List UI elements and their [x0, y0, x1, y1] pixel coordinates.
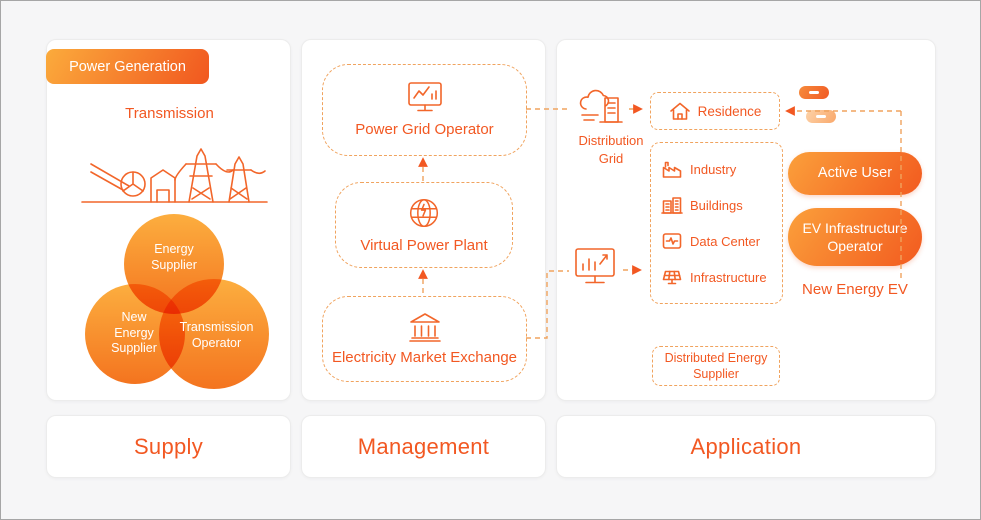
monitor-bars-icon — [575, 248, 615, 284]
electricity-market-exchange-node: Electricity Market Exchange — [322, 296, 527, 382]
ev-infrastructure-operator-pill: EV Infrastructure Operator — [788, 208, 922, 266]
application-panel: Distribution Grid Residence Industry — [556, 39, 936, 401]
buildings-icon — [661, 197, 683, 214]
virtual-power-plant-label: Virtual Power Plant — [360, 237, 488, 255]
consumer-industry-label: Industry — [690, 161, 737, 177]
power-grid-operator-label: Power Grid Operator — [355, 121, 494, 139]
power-grid-operator-node: Power Grid Operator — [322, 64, 527, 156]
charging-badge-dash — [809, 91, 819, 94]
monitor-chart-icon — [407, 82, 442, 112]
factory-icon — [662, 161, 682, 178]
supply-footer: Supply — [46, 415, 291, 478]
consumers-group: Industry Buildings Data Center — [650, 142, 783, 304]
charging-badge — [806, 110, 836, 123]
management-footer-label: Management — [357, 433, 490, 459]
new-energy-supplier-label: New Energy Supplier — [111, 310, 157, 356]
residence-node: Residence — [650, 92, 780, 130]
active-user-label: Active User — [817, 165, 893, 182]
consumer-industry: Industry — [661, 159, 772, 179]
supply-panel: Power Generation Transmission Energ — [46, 39, 291, 401]
charging-badge — [799, 86, 829, 99]
ev-infrastructure-operator-label: EV Infrastructure Operator — [802, 219, 908, 254]
virtual-power-plant-node: Virtual Power Plant — [335, 182, 513, 268]
management-footer: Management — [301, 415, 546, 478]
active-user-pill: Active User — [788, 152, 922, 195]
supply-footer-label: Supply — [133, 433, 204, 459]
supplier-venn — [47, 40, 292, 402]
energy-globe-icon — [409, 199, 439, 228]
transmission-label: Transmission — [125, 105, 214, 122]
power-generation-badge: Power Generation — [46, 49, 209, 84]
residence-label: Residence — [697, 103, 762, 119]
management-panel: Power Grid Operator Virtual Power Plant … — [301, 39, 546, 401]
application-footer-label: Application — [690, 433, 802, 459]
application-footer: Application — [556, 415, 936, 478]
new-energy-ev-label: New Energy EV — [802, 281, 908, 298]
consumer-infrastructure-label: Infrastructure — [690, 269, 767, 285]
energy-supplier-label: Energy Supplier — [151, 242, 197, 272]
pulse-monitor-icon — [662, 233, 682, 249]
consumer-infrastructure: Infrastructure — [661, 267, 772, 287]
distributed-energy-supplier-label: Distributed Energy Supplier — [664, 350, 768, 381]
consumer-buildings-label: Buildings — [690, 197, 743, 213]
consumer-buildings: Buildings — [661, 195, 772, 215]
power-plant-transmission-icon — [81, 148, 268, 203]
transmission-operator-circle — [159, 279, 269, 389]
transmission-operator-label: Transmission Operator — [179, 320, 254, 350]
bank-icon — [408, 313, 441, 342]
solar-panel-icon — [662, 270, 682, 285]
cloud-grid-icon — [579, 89, 623, 123]
consumer-data-center-label: Data Center — [690, 233, 761, 249]
charging-badge-dash — [816, 115, 826, 118]
electricity-market-exchange-label: Electricity Market Exchange — [331, 349, 518, 367]
consumer-data-center: Data Center — [661, 231, 772, 251]
house-icon — [669, 102, 690, 120]
distributed-energy-supplier-node: Distributed Energy Supplier — [652, 346, 780, 386]
power-generation-badge-label: Power Generation — [69, 58, 186, 75]
distribution-grid-label: Distribution Grid — [578, 133, 644, 167]
